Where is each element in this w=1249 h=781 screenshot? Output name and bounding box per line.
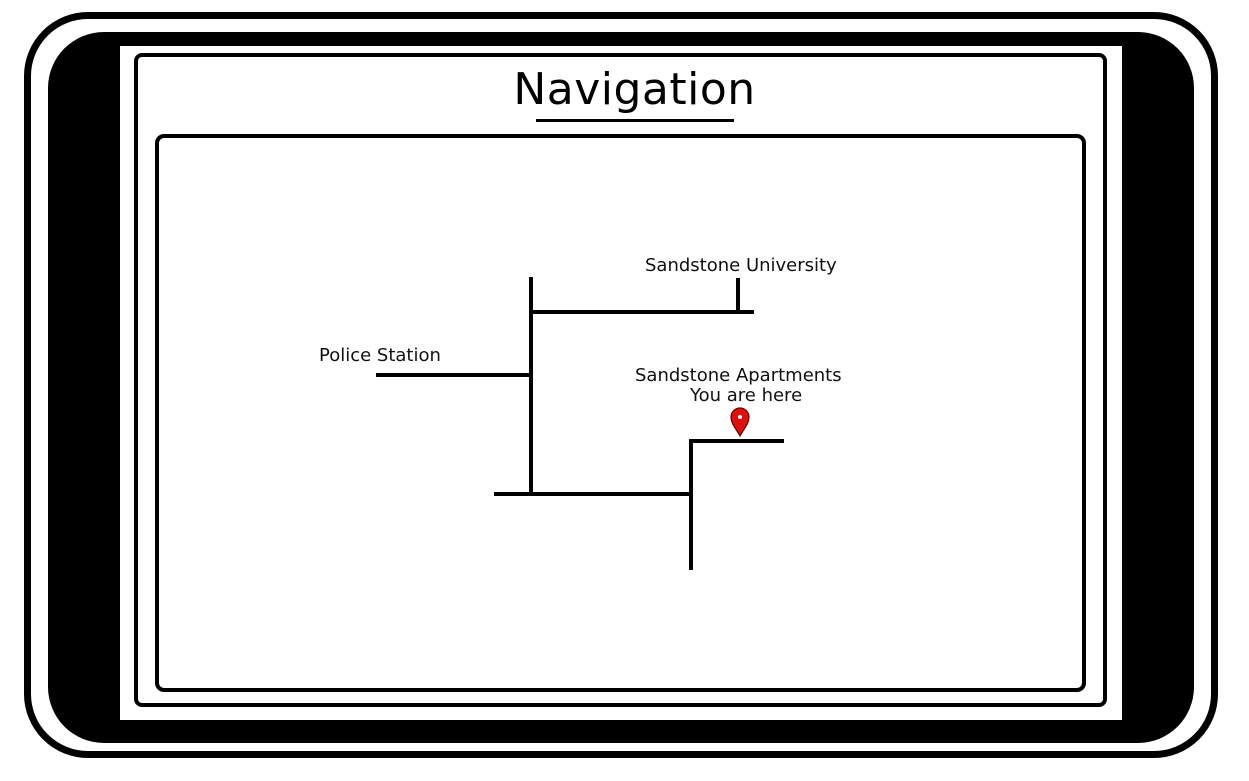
label-sandstone-apartments[interactable]: Sandstone Apartments: [635, 365, 842, 386]
title-underline: [536, 119, 734, 122]
location-pin-icon[interactable]: [729, 405, 751, 438]
page-title: Navigation: [513, 64, 756, 115]
road-apartments-street: [689, 439, 784, 443]
road-lower-street: [494, 492, 693, 496]
label-police-station[interactable]: Police Station: [319, 345, 441, 366]
navigation-panel: [134, 53, 1107, 707]
road-apartments-vertical: [689, 439, 693, 570]
road-police-street: [376, 373, 531, 377]
road-main-vertical: [529, 277, 533, 495]
road-university-street: [529, 310, 754, 314]
road-university-spur: [736, 278, 740, 312]
map-view[interactable]: [155, 134, 1086, 692]
label-you-are-here: You are here: [690, 385, 803, 406]
label-sandstone-university[interactable]: Sandstone University: [645, 255, 837, 276]
